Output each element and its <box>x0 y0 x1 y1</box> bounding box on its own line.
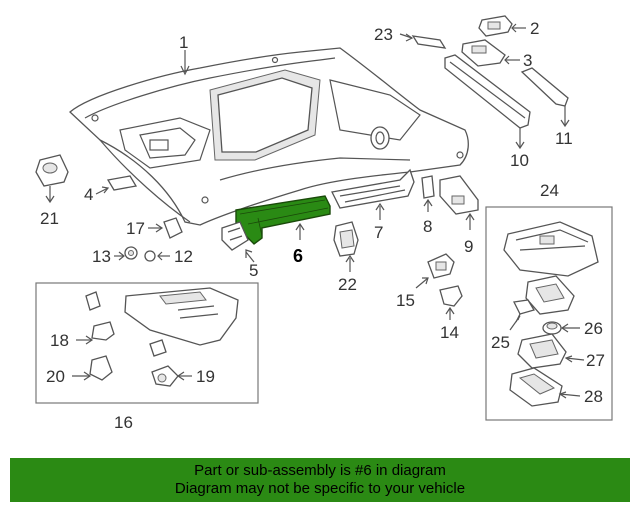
callout-5: 5 <box>249 261 258 280</box>
part-bracket-5 <box>221 221 255 263</box>
callout-12: 12 <box>174 247 193 266</box>
callout-26: 26 <box>584 319 603 338</box>
callout-23: 23 <box>374 25 393 44</box>
callout-7: 7 <box>374 223 383 242</box>
parts-diagram: 1 2 3 4 5 6 7 8 9 10 11 12 13 14 15 16 1… <box>35 15 613 432</box>
info-banner: Part or sub-assembly is #6 in diagram Di… <box>10 458 630 502</box>
part-handle-2 <box>478 15 526 37</box>
banner-line-2: Diagram may not be specific to your vehi… <box>174 480 466 497</box>
part-trim-10 <box>444 54 531 150</box>
part-clip-15 <box>415 253 455 289</box>
callout-16: 16 <box>114 413 133 432</box>
part-trim-9 <box>439 175 479 230</box>
callout-20: 20 <box>46 367 65 386</box>
callout-4: 4 <box>84 185 93 204</box>
callout-19: 19 <box>196 367 215 386</box>
part-clip-22 <box>333 221 359 272</box>
part-light-21 <box>35 154 69 204</box>
callout-3: 3 <box>523 51 532 70</box>
callout-27: 27 <box>586 351 605 370</box>
callout-22: 22 <box>338 275 357 294</box>
callout-24: 24 <box>540 181 559 200</box>
callout-8: 8 <box>423 217 432 236</box>
part-cap-14 <box>439 285 463 320</box>
callout-10: 10 <box>510 151 529 170</box>
part-handle-3 <box>461 39 520 67</box>
part-headliner <box>69 47 469 226</box>
callout-14: 14 <box>440 323 459 342</box>
callout-15: 15 <box>396 291 415 310</box>
callout-18: 18 <box>50 331 69 350</box>
group-box-16 <box>35 282 259 404</box>
part-trim-11 <box>520 67 570 128</box>
callout-13: 13 <box>92 247 111 266</box>
callout-labels: 1 2 3 4 5 6 7 8 9 10 11 12 13 14 15 16 1… <box>40 19 605 432</box>
part-trim-23 <box>399 33 447 49</box>
part-clip-8 <box>421 175 435 212</box>
callout-6: 6 <box>293 246 303 266</box>
part-clip-17 <box>148 217 183 239</box>
callout-25: 25 <box>491 333 510 352</box>
part-6-highlighted <box>235 195 331 245</box>
callout-11: 11 <box>555 129 573 148</box>
group-box-24 <box>485 206 613 421</box>
callout-17: 17 <box>126 219 145 238</box>
callout-1: 1 <box>179 33 188 52</box>
banner-line-1: Part or sub-assembly is #6 in diagram <box>194 462 446 479</box>
part-bracket-7 <box>331 168 415 220</box>
callout-21: 21 <box>40 209 59 228</box>
part-clip-4 <box>95 175 138 195</box>
part-fastener-13 <box>114 246 138 261</box>
part-fastener-12 <box>144 250 170 262</box>
callout-28: 28 <box>584 387 603 406</box>
callout-9: 9 <box>464 237 473 256</box>
callout-2: 2 <box>530 19 539 38</box>
